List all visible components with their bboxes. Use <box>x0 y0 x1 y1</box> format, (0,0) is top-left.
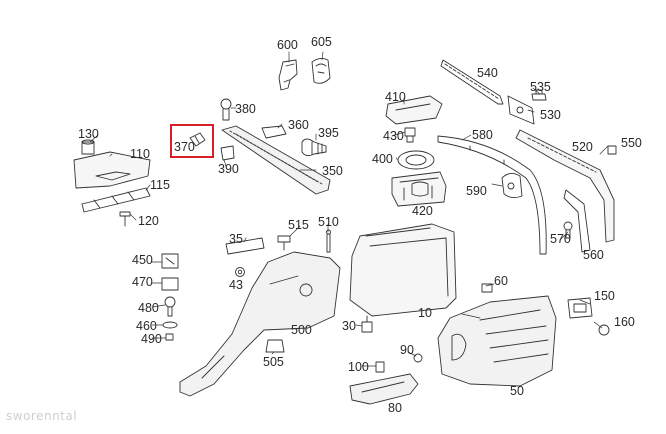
callout-400: 400 <box>372 152 393 166</box>
part-100-clip <box>375 361 385 373</box>
callout-60: 60 <box>494 274 508 288</box>
part-580-rail <box>437 135 547 255</box>
part-60-clip <box>481 283 493 293</box>
callout-580: 580 <box>472 128 493 142</box>
callout-30: 30 <box>342 319 356 333</box>
part-395-plug <box>301 138 327 157</box>
callout-480: 480 <box>138 301 159 315</box>
part-35-bracket <box>225 237 265 255</box>
callout-535: 535 <box>530 80 551 94</box>
part-360-clip <box>261 125 287 139</box>
callout-90: 90 <box>400 343 414 357</box>
part-110-panel <box>73 151 151 189</box>
callout-430: 430 <box>383 129 404 143</box>
highlight-box-370 <box>170 124 214 158</box>
callout-450: 450 <box>132 253 153 267</box>
watermark: sworenntal <box>6 409 78 423</box>
callout-410: 410 <box>385 90 406 104</box>
part-80-bracket <box>349 373 419 405</box>
part-535-clip <box>531 89 547 101</box>
part-115-strip <box>81 187 151 213</box>
callout-43: 43 <box>229 278 243 292</box>
callout-115: 115 <box>150 178 170 192</box>
callout-350: 350 <box>322 164 343 178</box>
part-480-screw <box>164 296 176 317</box>
callout-550: 550 <box>621 136 642 150</box>
part-470-clip <box>161 277 179 291</box>
part-540-strip <box>440 59 504 105</box>
part-600-bracket <box>278 59 298 91</box>
part-130-pin <box>81 139 95 155</box>
part-420-box <box>391 171 447 207</box>
callout-110: 110 <box>130 147 150 161</box>
part-490-cap <box>165 333 174 341</box>
part-515-screw <box>277 235 291 251</box>
part-50-tail-assembly <box>437 295 557 387</box>
callout-570: 570 <box>550 232 571 246</box>
callout-120: 120 <box>138 214 159 228</box>
part-380-screw <box>220 98 232 121</box>
part-410-cover <box>385 95 443 125</box>
callout-515: 515 <box>288 218 309 232</box>
part-530-bracket <box>507 95 535 125</box>
part-400-ring <box>397 150 435 170</box>
callout-560: 560 <box>583 248 604 262</box>
part-460-washer <box>162 321 178 329</box>
callout-380: 380 <box>235 102 256 116</box>
callout-590: 590 <box>466 184 487 198</box>
callout-505: 505 <box>263 355 284 369</box>
part-90-nut <box>413 353 423 363</box>
part-10-trunk-panel <box>349 223 457 317</box>
callout-540: 540 <box>477 66 498 80</box>
part-390-clip <box>220 145 235 161</box>
callout-390: 390 <box>218 162 239 176</box>
part-560-trim <box>563 189 591 253</box>
callout-50: 50 <box>510 384 524 398</box>
callout-10: 10 <box>418 306 432 320</box>
callout-460: 460 <box>136 319 157 333</box>
callout-490: 490 <box>141 332 162 346</box>
part-120-screw <box>119 211 131 227</box>
part-520-trim <box>515 129 615 243</box>
part-590-clip <box>501 173 523 199</box>
part-370-clip <box>189 132 206 147</box>
part-510-pin <box>326 229 331 253</box>
callout-520: 520 <box>572 140 593 154</box>
part-505-clip <box>265 339 285 353</box>
callout-150: 150 <box>594 289 615 303</box>
callout-80: 80 <box>388 401 402 415</box>
callout-100: 100 <box>348 360 369 374</box>
callout-605: 605 <box>311 35 332 49</box>
leader-lines <box>89 51 609 367</box>
part-605-cap <box>311 57 331 84</box>
part-30-nut <box>361 315 373 333</box>
part-150-bracket <box>567 297 593 319</box>
callout-600: 600 <box>277 38 298 52</box>
callout-530: 530 <box>540 108 561 122</box>
callout-470: 470 <box>132 275 153 289</box>
callout-420: 420 <box>412 204 433 218</box>
callout-35: 35 <box>229 232 243 246</box>
callout-370: 370 <box>174 140 195 154</box>
callout-130: 130 <box>78 127 99 141</box>
callout-395: 395 <box>318 126 339 140</box>
callout-510: 510 <box>318 215 339 229</box>
callout-360: 360 <box>288 118 309 132</box>
part-550-clip <box>607 145 617 155</box>
callout-500: 500 <box>291 323 312 337</box>
part-450-clip <box>161 253 179 269</box>
part-500-side-trim <box>179 251 341 397</box>
callout-160: 160 <box>614 315 635 329</box>
part-43-nut <box>235 267 245 277</box>
part-350-sill-panel <box>221 125 331 195</box>
part-430-screw <box>404 127 416 143</box>
